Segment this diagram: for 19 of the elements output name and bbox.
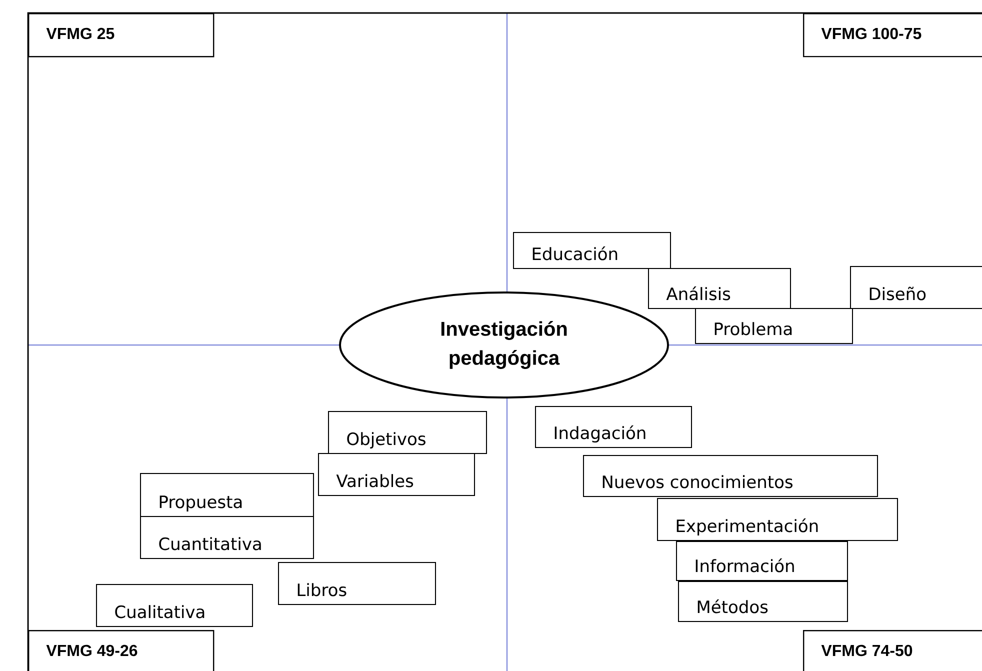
word-box: Educación <box>513 232 671 269</box>
word-box: Nuevos conocimientos <box>583 455 878 497</box>
word-box: Libros <box>278 562 436 605</box>
word-box: Problema <box>695 308 853 344</box>
word-box: Diseño <box>850 266 982 309</box>
word-box: Métodos <box>678 581 848 622</box>
word-box: Cualitativa <box>96 584 253 627</box>
word-box: Indagación <box>535 406 692 448</box>
word-box: Objetivos <box>328 411 487 454</box>
word-box: Información <box>676 541 848 581</box>
quadrant-label: VFMG 25 <box>28 13 214 58</box>
quadrant-label: VFMG 49-26 <box>28 630 214 671</box>
word-box: Cuantitativa <box>140 516 314 559</box>
word-box: Propuesta <box>140 473 314 517</box>
quadrant-label: VFMG 74-50 <box>803 630 982 671</box>
word-box: Análisis <box>648 268 791 309</box>
quadrant-label: VFMG 100-75 <box>803 13 982 58</box>
word-box: Experimentación <box>657 498 898 541</box>
word-box: Variables <box>318 453 475 496</box>
